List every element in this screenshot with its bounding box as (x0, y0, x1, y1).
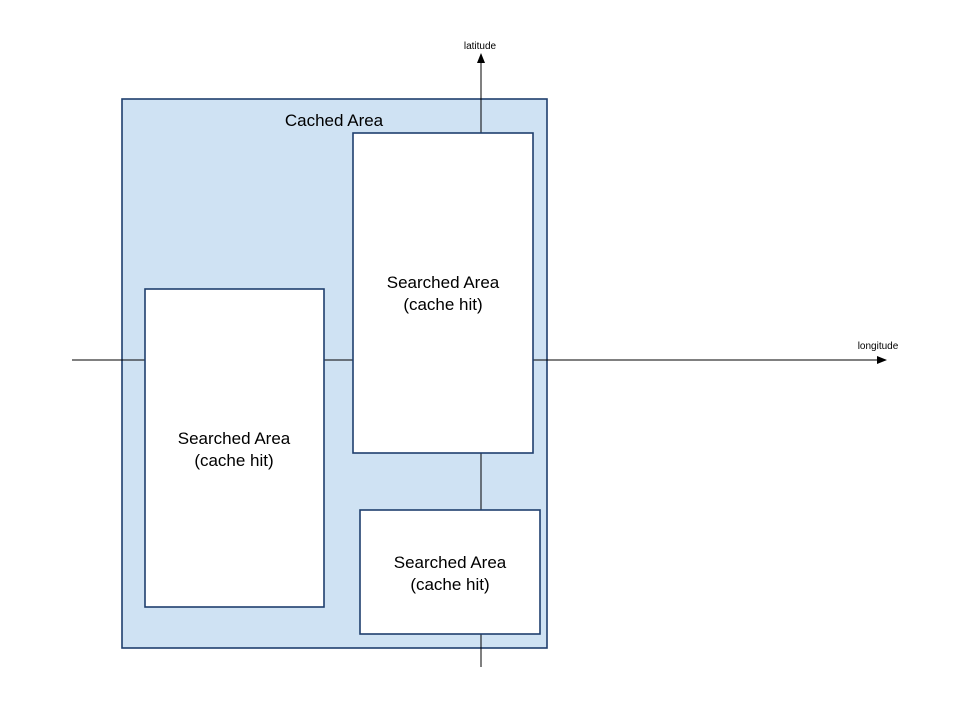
searched-area-bottom-right (359, 509, 541, 635)
searched-area-bottom-right-note: (cache hit) (410, 575, 489, 594)
longitude-axis-label: longitude (858, 341, 899, 352)
searched-area-left-note: (cache hit) (194, 451, 273, 470)
searched-area-top-right-note: (cache hit) (403, 295, 482, 314)
searched-area-top-right (352, 132, 534, 454)
latitude-axis-label: latitude (464, 41, 497, 52)
searched-area-bottom-right-title: Searched Area (394, 553, 507, 572)
searched-area-left-title: Searched Area (178, 429, 291, 448)
searched-area-left (144, 288, 325, 608)
searched-area-top-right-title: Searched Area (387, 273, 500, 292)
cached-area-label: Cached Area (285, 111, 384, 130)
